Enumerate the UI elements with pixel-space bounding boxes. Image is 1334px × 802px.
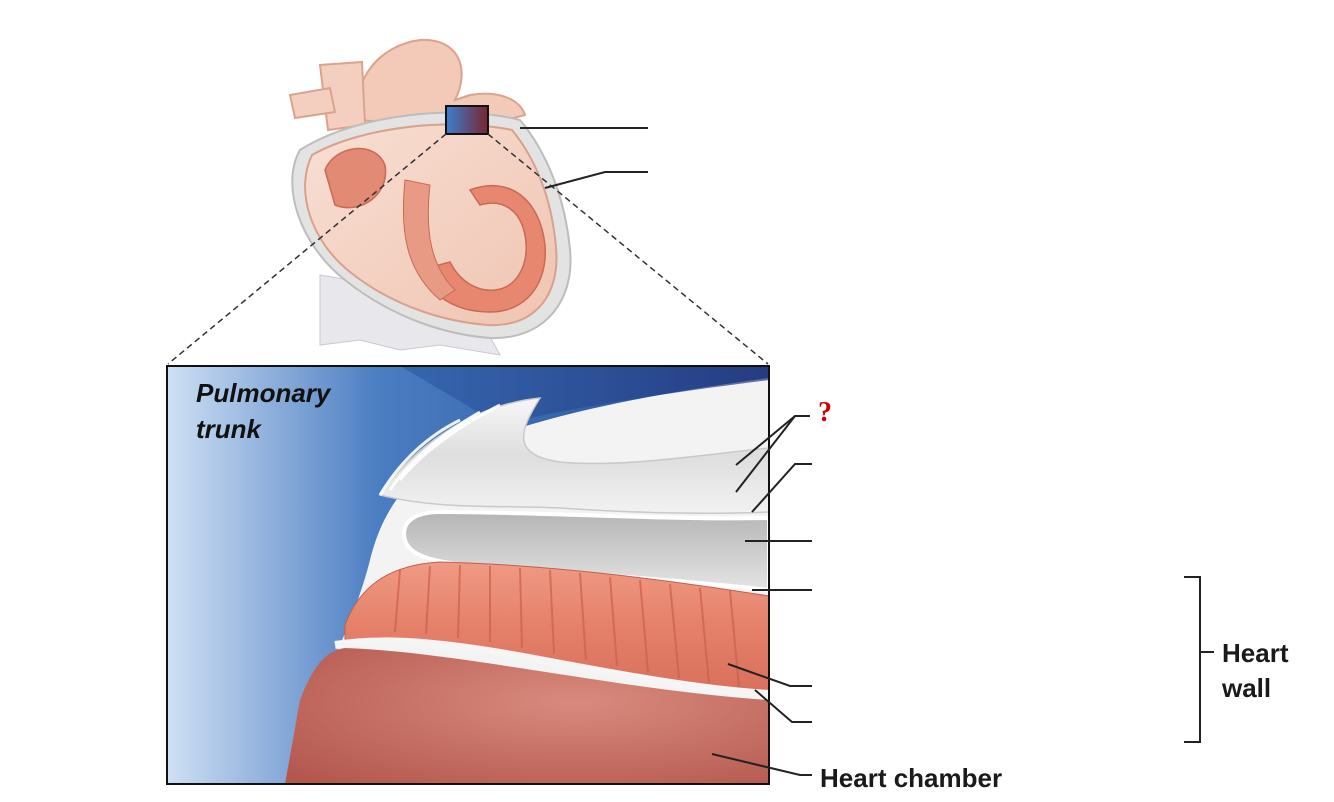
pulmonary-trunk-label-line1: Pulmonary [196,378,332,408]
pulmonary-vessel [290,88,335,118]
heart-wall-label-line1: Heart [1222,638,1289,668]
pulmonary-trunk-label-line2: trunk [196,414,263,444]
heart-wall-label-line2: wall [1221,673,1271,703]
heart-chamber-label: Heart chamber [820,763,1002,793]
heart-wall-bracket [1184,577,1200,742]
unknown-layer-marker: ? [818,397,832,428]
heart-leader-myocardium [545,172,648,188]
heart-illustration [290,40,571,355]
zoom-region-box [446,106,488,134]
